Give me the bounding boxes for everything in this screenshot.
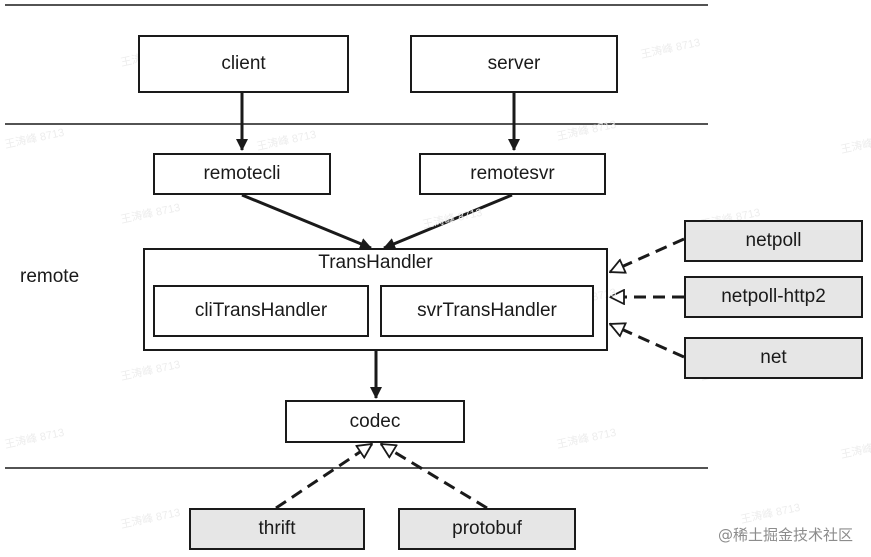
node-netpoll: netpoll — [684, 220, 863, 262]
node-client: client — [138, 35, 349, 93]
node-netpoll-http2: netpoll-http2 — [684, 276, 863, 318]
node-protobuf: protobuf — [398, 508, 576, 550]
edge-remotecli-transhandler — [241, 193, 372, 250]
edge-thrift-codec — [275, 442, 372, 510]
node-remotesvr: remotesvr — [419, 153, 606, 195]
node-codec: codec — [285, 400, 465, 443]
layer-label-remote: remote — [20, 266, 80, 287]
node-thrift: thrift — [189, 508, 365, 550]
edge-protobuf-codec — [381, 442, 488, 510]
node-remotecli: remotecli — [153, 153, 331, 195]
edge-netpoll-transhandler — [610, 237, 685, 272]
edge-net-transhandler — [610, 324, 685, 359]
node-net: net — [684, 337, 863, 379]
node-svrtranshandler: svrTransHandler — [380, 285, 594, 337]
edge-remotesvr-transhandler — [383, 193, 513, 250]
site-credit: @稀土掘金技术社区 — [717, 526, 853, 544]
node-clitranshandler: cliTransHandler — [153, 285, 369, 337]
node-server: server — [410, 35, 618, 93]
node-transhandler: TransHandler — [143, 248, 608, 351]
transhandler-title: TransHandler — [318, 252, 433, 273]
